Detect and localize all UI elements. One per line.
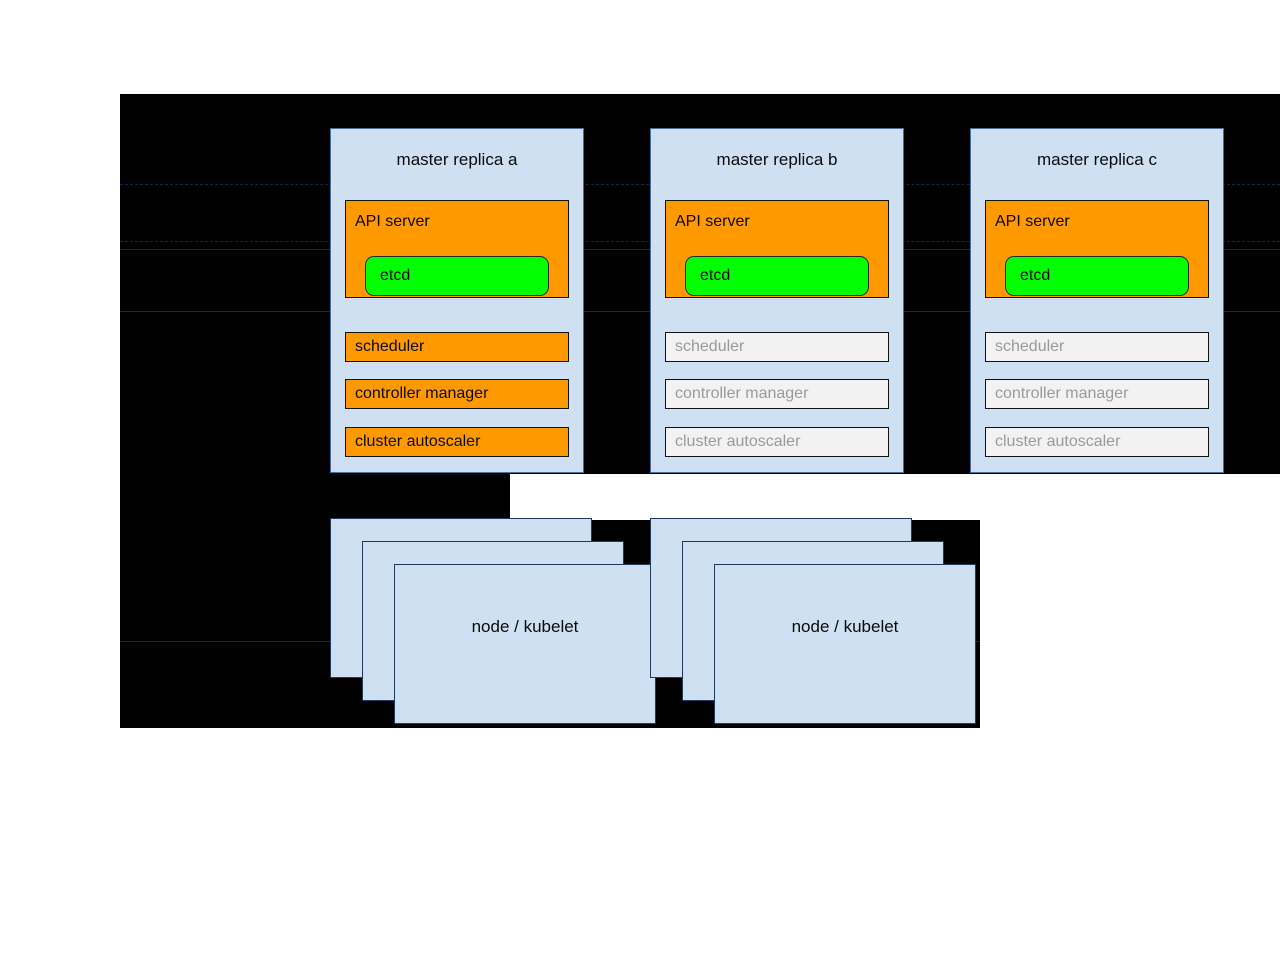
master-replica-c-title: master replica c bbox=[1037, 150, 1157, 169]
master-replica-a-scheduler[interactable]: scheduler bbox=[345, 332, 569, 362]
master-replica-a-panel[interactable]: master replica a API server etcd schedul… bbox=[330, 128, 584, 473]
master-replica-a-title: master replica a bbox=[396, 150, 518, 169]
master-replica-b-panel[interactable]: master replica b API server etcd schedul… bbox=[650, 128, 904, 473]
master-replica-c-controller-manager[interactable]: controller manager bbox=[985, 379, 1209, 409]
master-replica-c-cluster-autoscaler[interactable]: cluster autoscaler bbox=[985, 427, 1209, 457]
master-replica-b-cluster-autoscaler[interactable]: cluster autoscaler bbox=[665, 427, 889, 457]
master-replica-c-etcd[interactable]: etcd bbox=[1005, 256, 1189, 296]
node-card-front[interactable]: node / kubelet bbox=[394, 564, 656, 724]
master-replica-a-cluster-autoscaler[interactable]: cluster autoscaler bbox=[345, 427, 569, 457]
master-replica-c-panel[interactable]: master replica c API server etcd schedul… bbox=[970, 128, 1224, 473]
master-replica-b-controller-manager[interactable]: controller manager bbox=[665, 379, 889, 409]
master-replica-c-scheduler[interactable]: scheduler bbox=[985, 332, 1209, 362]
node-group-2-label: node / kubelet bbox=[791, 617, 899, 636]
node-card-front[interactable]: node / kubelet bbox=[714, 564, 976, 724]
master-replica-b-scheduler[interactable]: scheduler bbox=[665, 332, 889, 362]
master-replica-b-etcd[interactable]: etcd bbox=[685, 256, 869, 296]
master-replica-a-controller-manager[interactable]: controller manager bbox=[345, 379, 569, 409]
node-group-1-label: node / kubelet bbox=[471, 617, 579, 636]
master-replica-b-title: master replica b bbox=[716, 150, 838, 169]
master-replica-a-etcd[interactable]: etcd bbox=[365, 256, 549, 296]
